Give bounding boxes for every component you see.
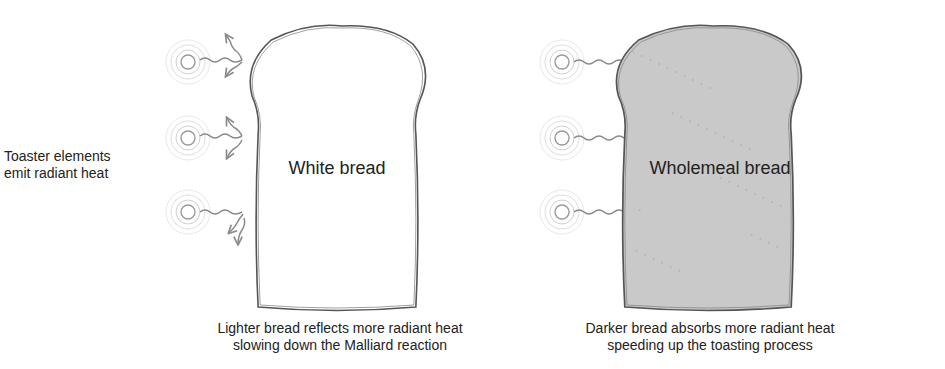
grain-speck	[653, 258, 655, 260]
grain-speck	[680, 116, 682, 118]
grain-speck	[678, 270, 680, 272]
grain-speck	[751, 234, 753, 236]
grain-speck	[776, 246, 778, 248]
grain-speck	[746, 189, 748, 191]
grain-speck	[759, 238, 761, 240]
grain-speck	[667, 67, 669, 69]
grain-speck	[706, 128, 708, 130]
toaster-elements	[540, 40, 584, 234]
grain-speck	[672, 112, 674, 114]
bread-slice: Wholemeal bread	[612, 22, 804, 314]
grain-speck	[780, 205, 782, 207]
bread-label: White bread	[288, 158, 385, 179]
grain-speck	[650, 59, 652, 61]
grain-speck	[684, 75, 686, 77]
grain-speck	[661, 262, 663, 264]
grain-speck	[728, 181, 730, 183]
grain-speck	[732, 140, 734, 142]
bread-slice: White bread	[246, 22, 428, 314]
slice-outline	[252, 28, 422, 308]
grain-speck	[641, 55, 643, 57]
reflected-heat-arrows	[200, 35, 245, 244]
grain-speck	[749, 148, 751, 150]
toaster-elements	[166, 40, 210, 234]
grain-speck	[692, 79, 694, 81]
grain-speck	[632, 51, 634, 53]
caption-note: Darker bread absorbs more radiant heat s…	[565, 320, 855, 354]
grain-speck	[675, 71, 677, 73]
grain-speck	[639, 209, 641, 211]
grain-speck	[698, 124, 700, 126]
slice-outline	[616, 25, 801, 310]
grain-speck	[636, 250, 638, 252]
grain-speck	[644, 254, 646, 256]
grain-speck	[723, 136, 725, 138]
grain-speck	[658, 63, 660, 65]
grain-speck	[754, 193, 756, 195]
grain-speck	[709, 87, 711, 89]
grain-speck	[771, 201, 773, 203]
grain-speck	[670, 266, 672, 268]
grain-speck	[768, 242, 770, 244]
element-note: Toaster elements emit radiant heat	[4, 148, 136, 182]
grain-speck	[737, 185, 739, 187]
slice-outline	[619, 28, 799, 308]
grain-speck	[740, 144, 742, 146]
caption-note: Lighter bread reflects more radiant heat…	[195, 320, 485, 354]
grain-speck	[701, 83, 703, 85]
grain-speck	[763, 197, 765, 199]
grain-speck	[715, 132, 717, 134]
bread-label: Wholemeal bread	[649, 158, 790, 179]
slice-outline	[250, 25, 425, 310]
grain-speck	[689, 120, 691, 122]
